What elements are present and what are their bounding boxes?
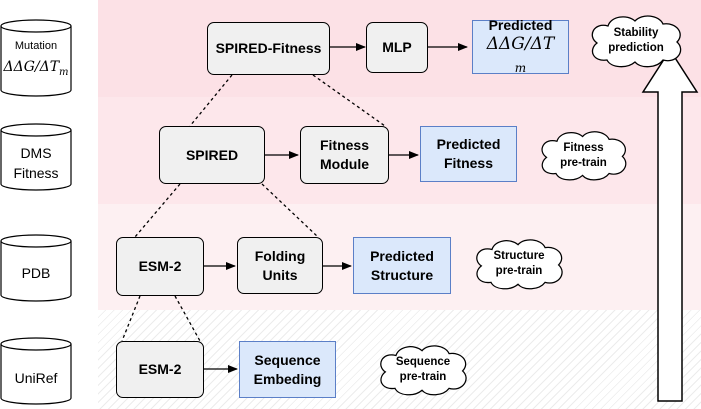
predicted-structure-line2: Structure bbox=[370, 266, 434, 283]
spired-label: SPIRED bbox=[185, 146, 239, 163]
dms-fitness-database: DMS Fitness bbox=[0, 122, 72, 192]
pdb-database: PDB bbox=[0, 233, 72, 303]
mutation-formula: ΔΔG/ΔTm bbox=[3, 59, 69, 78]
spired-fitness-label: SPIRED-Fitness bbox=[215, 40, 322, 56]
fitness-pretrain-line1: Fitness bbox=[563, 142, 604, 154]
mutation-database: Mutation ΔΔG/ΔTm bbox=[0, 18, 72, 98]
uniref-label: UniRef bbox=[14, 370, 58, 386]
fitness-pretrain-line2: pre-train bbox=[560, 157, 607, 169]
predicted-structure-box: Predicted Structure bbox=[353, 237, 451, 294]
folding-units-box: Folding Units bbox=[237, 237, 323, 294]
esm2-sequence-box: ESM-2 bbox=[116, 341, 204, 398]
sequence-embedding-box: Sequence Embeding bbox=[239, 341, 336, 398]
structure-pretrain-cloud: Structure pre-train bbox=[468, 236, 570, 292]
esm2-sequence-label: ESM-2 bbox=[138, 361, 182, 377]
stability-prediction-line2: prediction bbox=[608, 42, 664, 54]
fitness-module-line1: Fitness bbox=[319, 137, 369, 153]
dms-label: DMS bbox=[20, 145, 52, 161]
spired-box: SPIRED bbox=[159, 126, 265, 184]
fitness-pretrain-cloud: Fitness pre-train bbox=[534, 128, 633, 183]
mutation-label: Mutation bbox=[14, 40, 58, 52]
sequence-embedding-line1: Sequence bbox=[254, 351, 321, 368]
mlp-box: MLP bbox=[366, 22, 428, 73]
fitness-label: Fitness bbox=[13, 165, 59, 181]
structure-pretrain-line1: Structure bbox=[493, 250, 545, 262]
dash-esm2-right bbox=[174, 295, 201, 342]
sequence-pretrain-line1: Sequence bbox=[395, 356, 451, 368]
pdb-label: PDB bbox=[21, 265, 51, 281]
esm2-structure-label: ESM-2 bbox=[138, 258, 182, 274]
sequence-pretrain-cloud: Sequence pre-train bbox=[372, 342, 474, 398]
structure-pretrain-line2: pre-train bbox=[495, 265, 543, 277]
sequence-pretrain-line2: pre-train bbox=[399, 371, 447, 383]
predicted-fitness-line2: Fitness bbox=[443, 155, 493, 171]
folding-units-line2: Units bbox=[262, 266, 298, 283]
dash-spired-fitness-left bbox=[189, 74, 233, 127]
predicted-structure-line1: Predicted bbox=[370, 247, 434, 264]
dash-spired-fitness-right bbox=[312, 74, 386, 127]
mlp-label: MLP bbox=[382, 39, 412, 55]
dash-esm2-left bbox=[121, 295, 141, 342]
stage-progression-arrow bbox=[641, 48, 699, 402]
predicted-fitness-box: Predicted Fitness bbox=[420, 126, 517, 182]
folding-units-line1: Folding bbox=[254, 247, 306, 264]
esm2-structure-box: ESM-2 bbox=[116, 237, 204, 296]
stability-prediction-cloud: Stability prediction bbox=[585, 12, 687, 70]
predicted-ddg-label: Predicted bbox=[488, 17, 553, 34]
fitness-module-line2: Module bbox=[320, 156, 369, 172]
stability-prediction-line1: Stability bbox=[613, 27, 659, 39]
predicted-fitness-line1: Predicted bbox=[436, 136, 501, 152]
uniref-database: UniRef bbox=[0, 336, 72, 406]
dash-spired-right bbox=[261, 183, 319, 238]
spired-fitness-box: SPIRED-Fitness bbox=[207, 22, 330, 75]
fitness-module-box: Fitness Module bbox=[300, 126, 389, 184]
sequence-embedding-line2: Embeding bbox=[253, 370, 322, 387]
dash-spired-left bbox=[134, 183, 181, 238]
